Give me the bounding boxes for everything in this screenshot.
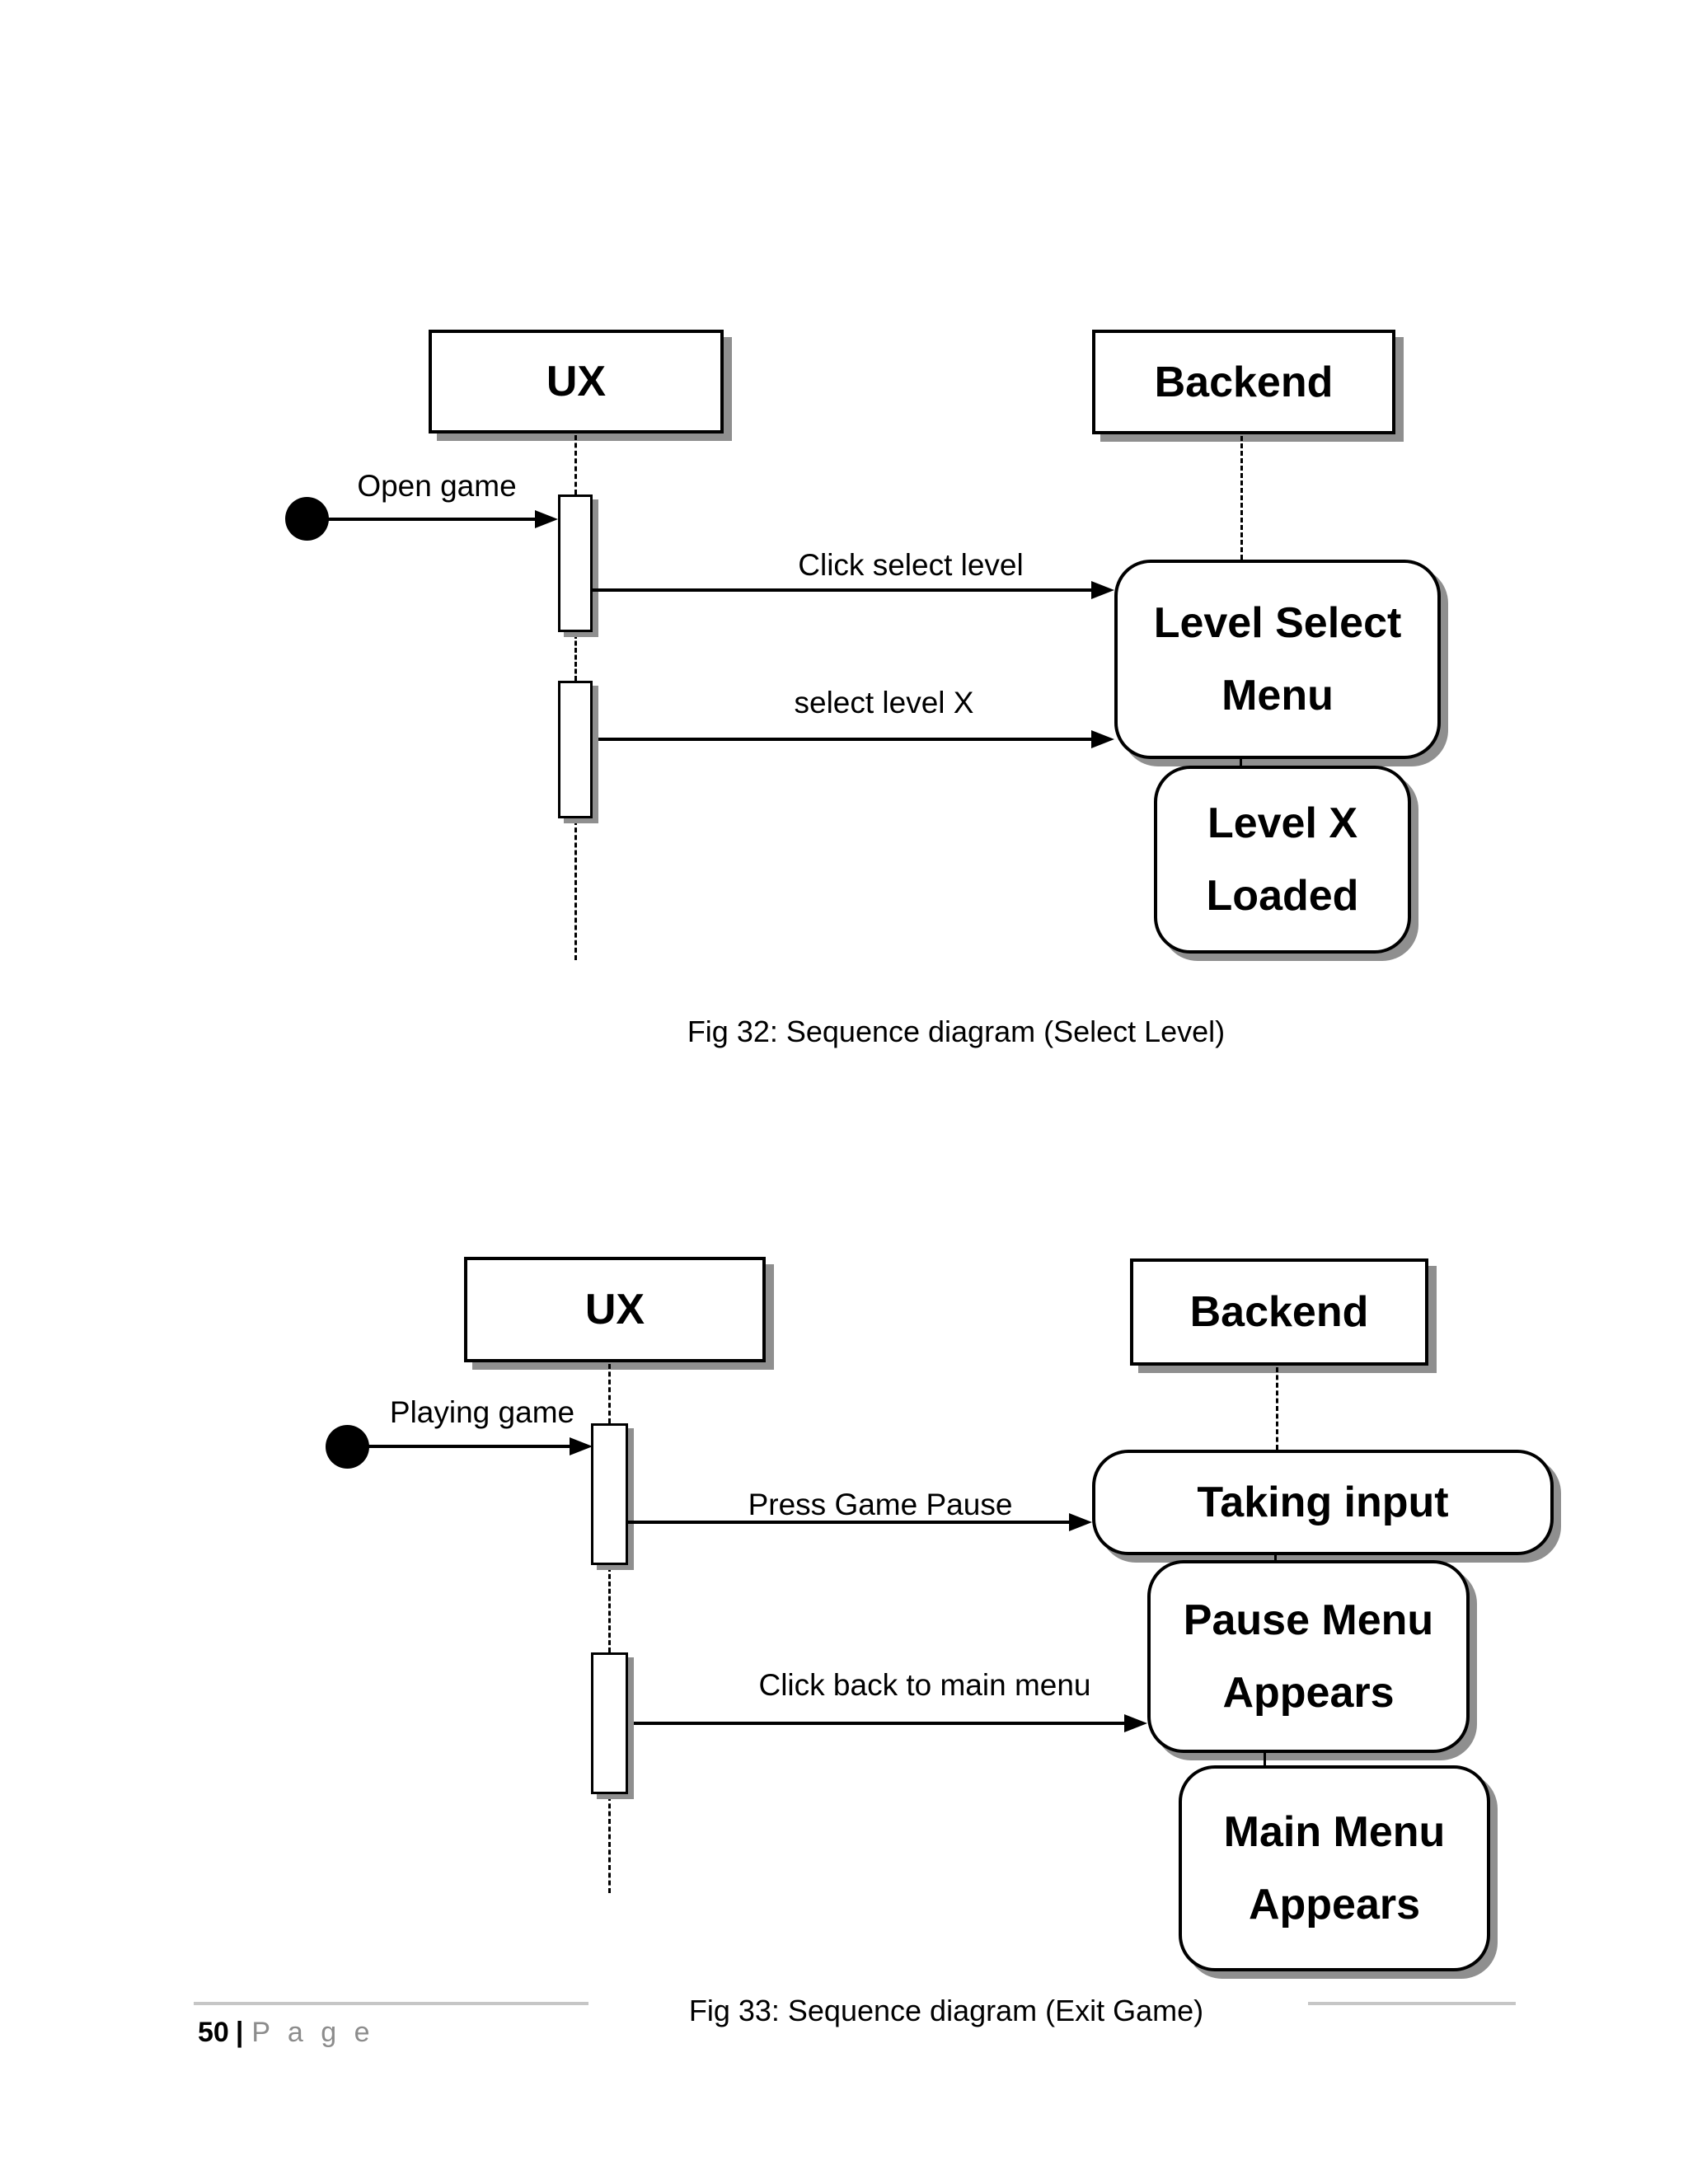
actor-label-backend: Backend — [1154, 358, 1334, 406]
arrowhead-icon — [570, 1437, 593, 1455]
figure-caption: Fig 33: Sequence diagram (Exit Game) — [688, 1994, 1204, 2027]
state-connector — [1264, 1753, 1266, 1765]
arrowhead-icon — [1091, 581, 1114, 599]
state-box-level-x-loaded: Level X Loaded — [1154, 766, 1411, 954]
arrowhead-icon — [1069, 1513, 1092, 1531]
message-label: Click select level — [798, 548, 1024, 582]
message-line — [593, 738, 1093, 741]
state-label-line: Pause Menu — [1183, 1596, 1434, 1644]
actor-box-ux: UX — [429, 330, 724, 434]
actor-box-ux: UX — [464, 1257, 766, 1362]
ux-lifeline-segment — [574, 634, 577, 681]
state-connector — [1240, 757, 1242, 767]
message-line — [628, 1521, 1071, 1524]
state-label-line: Level X — [1207, 799, 1358, 847]
activation-bar — [591, 1423, 628, 1565]
start-node-icon — [326, 1425, 369, 1469]
state-box-main-menu-appears: Main Menu Appears — [1179, 1765, 1490, 1971]
ux-lifeline-segment — [608, 1796, 611, 1893]
state-label-line: Loaded — [1206, 872, 1359, 920]
message-line — [593, 588, 1093, 592]
ux-lifeline-segment — [608, 1567, 611, 1652]
message-label: select level X — [794, 686, 974, 719]
actor-label-backend: Backend — [1189, 1288, 1369, 1336]
message-label: Click back to main menu — [758, 1668, 1091, 1702]
message-line — [628, 1722, 1126, 1725]
arrowhead-icon — [535, 510, 558, 528]
state-connector — [1274, 1554, 1277, 1562]
state-label-line: Taking input — [1197, 1479, 1449, 1526]
message-label: Playing game — [389, 1395, 575, 1429]
message-label: Press Game Pause — [748, 1488, 1013, 1521]
state-label-line: Menu — [1221, 672, 1334, 719]
arrowhead-icon — [1091, 730, 1114, 748]
state-label-line: Appears — [1248, 1881, 1421, 1929]
ux-lifeline-segment — [608, 1364, 611, 1423]
state-label-line: Appears — [1222, 1669, 1395, 1717]
figure-caption: Fig 32: Sequence diagram (Select Level) — [687, 1015, 1226, 1048]
actor-label-ux: UX — [584, 1286, 645, 1333]
backend-lifeline-segment — [1276, 1367, 1278, 1450]
actor-box-backend: Backend — [1130, 1258, 1428, 1366]
activation-bar — [558, 494, 593, 632]
ux-lifeline-segment — [574, 820, 577, 960]
state-box-level-select-menu: Level Select Menu — [1114, 560, 1441, 759]
footer-rule-right — [1308, 2002, 1516, 2005]
message-line — [326, 518, 537, 521]
actor-label-ux: UX — [546, 358, 607, 405]
start-node-icon — [285, 497, 329, 541]
footer-divider: | — [235, 2017, 244, 2048]
state-label-line: Level Select — [1153, 599, 1402, 647]
message-line — [367, 1445, 570, 1448]
page-footer: 50|P a g e — [198, 2016, 374, 2049]
actor-box-backend: Backend — [1092, 330, 1395, 434]
state-box-taking-input: Taking input — [1092, 1450, 1554, 1555]
page-number: 50 — [198, 2017, 229, 2048]
footer-page-label: P a g e — [251, 2017, 375, 2048]
state-label-line: Main Menu — [1223, 1808, 1446, 1856]
footer-rule-left — [194, 2002, 588, 2005]
arrowhead-icon — [1124, 1714, 1147, 1732]
backend-lifeline-segment — [1240, 436, 1243, 560]
state-box-pause-menu-appears: Pause Menu Appears — [1147, 1560, 1470, 1753]
message-label: Open game — [357, 469, 517, 503]
activation-bar — [591, 1652, 628, 1794]
ux-lifeline-segment — [574, 435, 577, 494]
activation-bar — [558, 681, 593, 818]
